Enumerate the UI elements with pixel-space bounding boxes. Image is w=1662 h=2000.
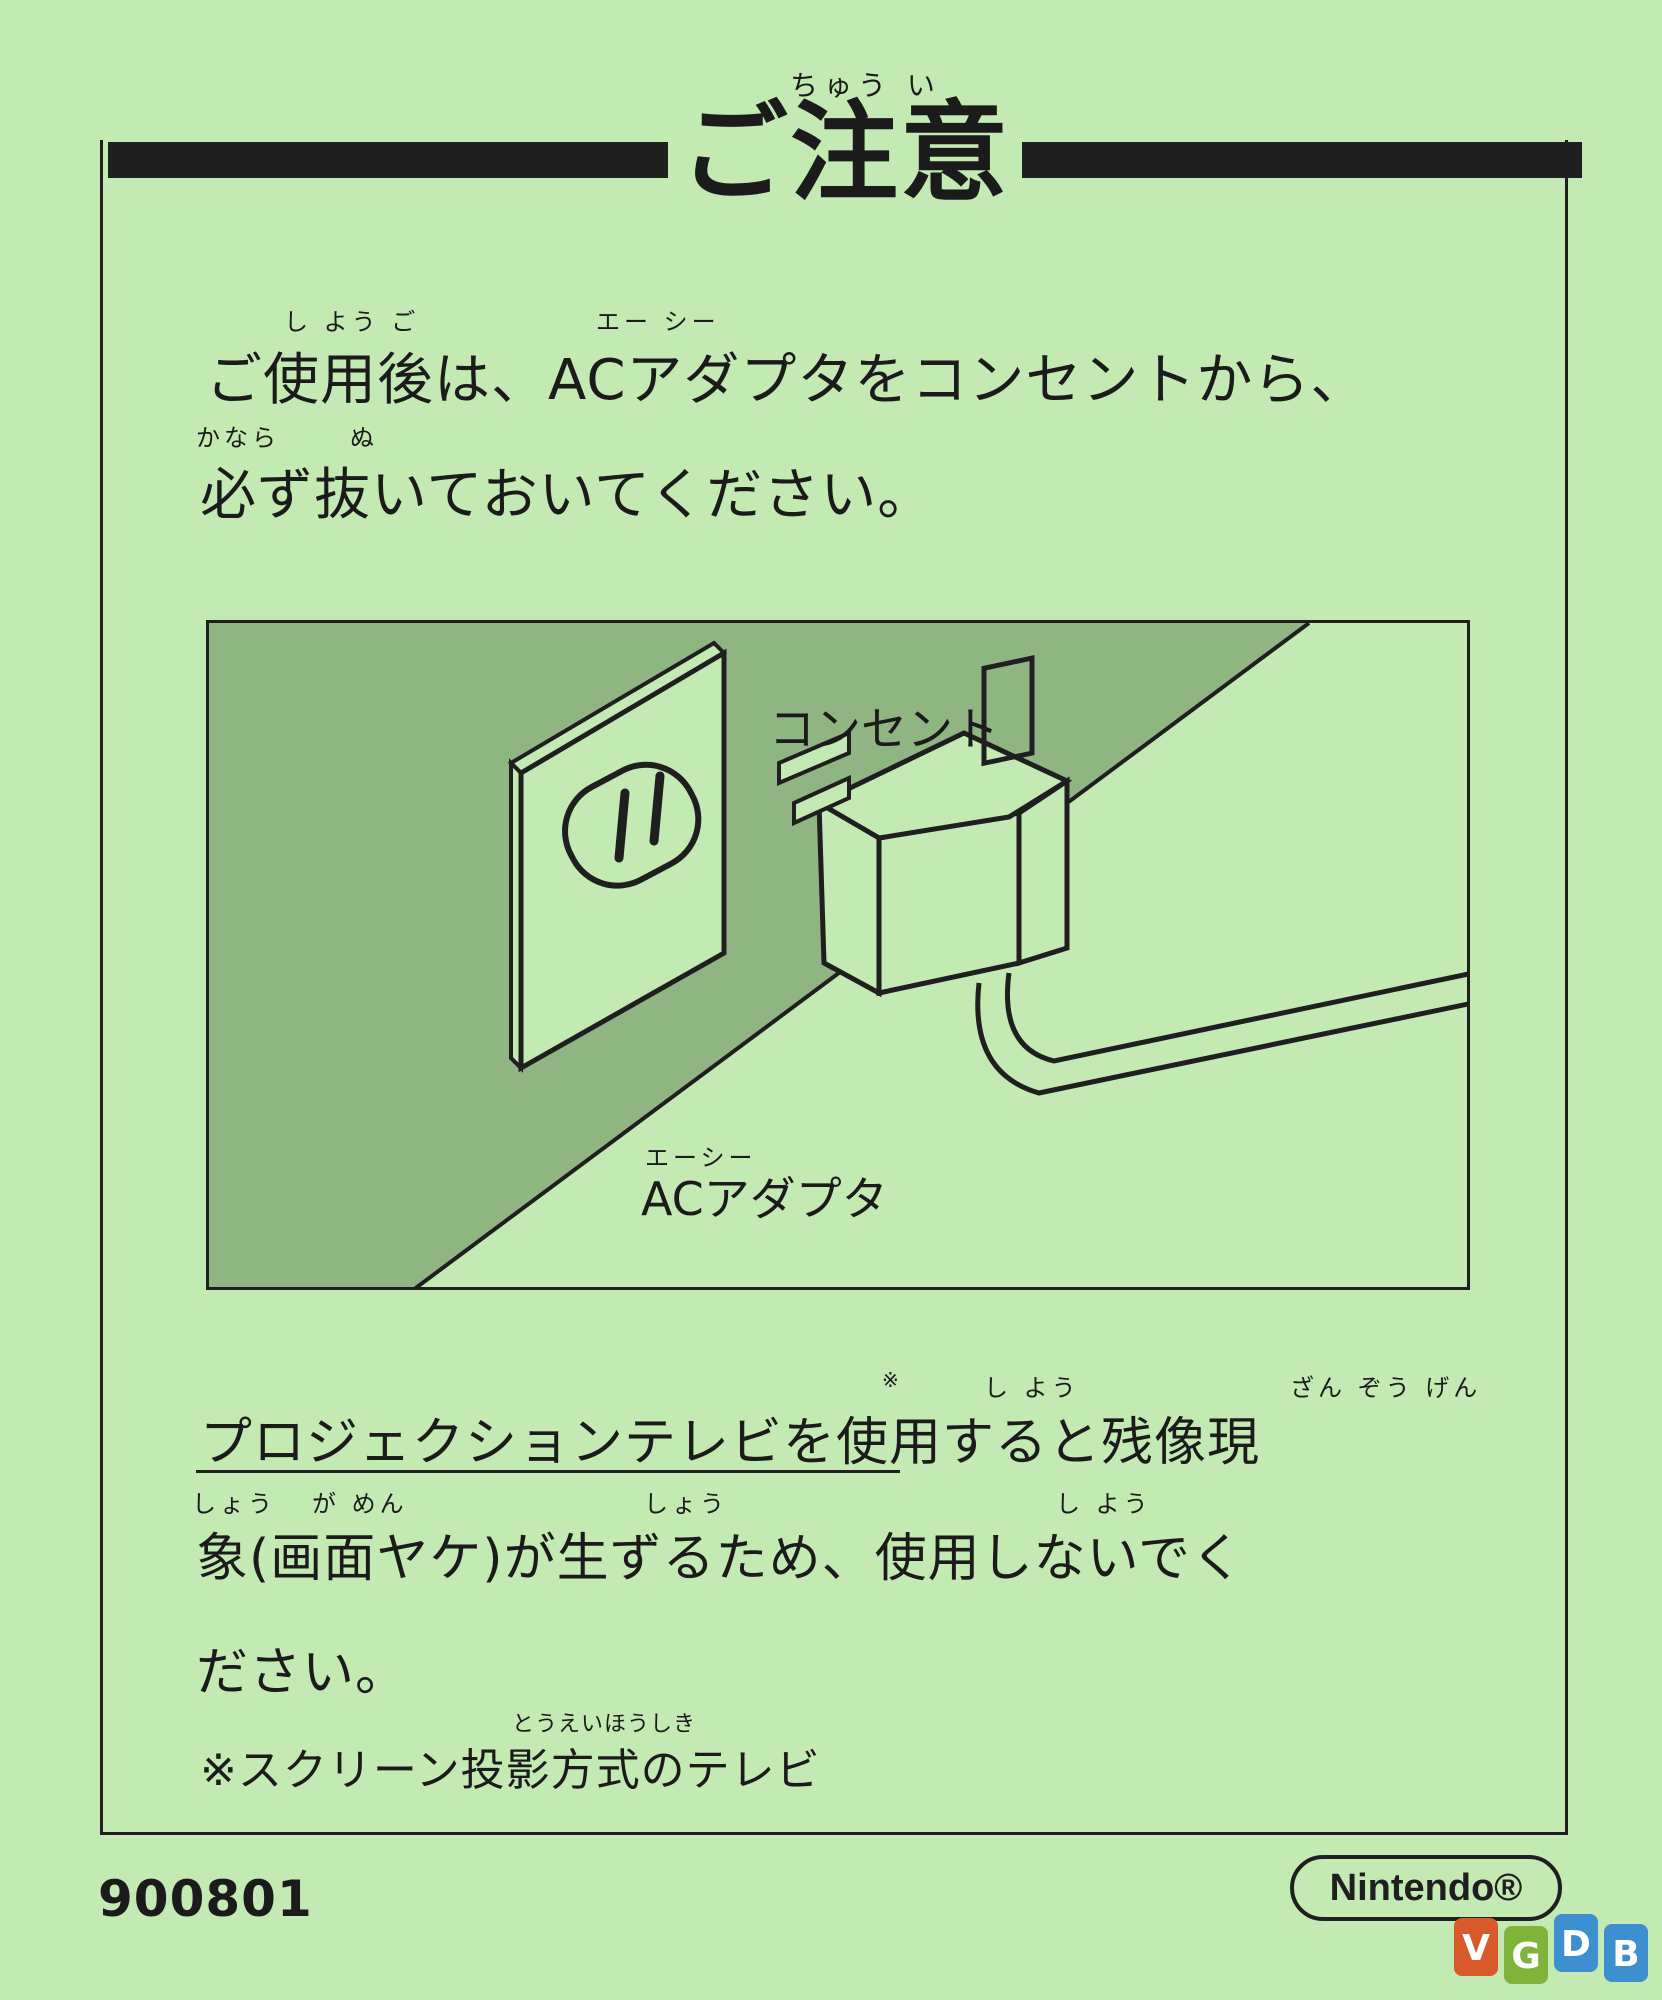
outlet-adapter-drawing xyxy=(209,623,1467,1287)
page-title: ご注意 xyxy=(680,91,1011,216)
ruby-shou: しょう xyxy=(192,1490,276,1518)
watermark-letter-d: D xyxy=(1561,1924,1591,1965)
paragraph2-line2: 象(画面ヤケ)が生ずるため、使用しないでく xyxy=(196,1529,1245,1589)
outlet-illustration: コンセント エーシー ACアダプタ xyxy=(206,620,1470,1290)
watermark-tile-v xyxy=(1454,1918,1498,1976)
watermark-letter-v: V xyxy=(1462,1928,1490,1969)
title-ruby: ちゅう い xyxy=(790,69,941,102)
paragraph2-line3: ださい。 xyxy=(196,1643,409,1703)
ruby-note-mark: ※ xyxy=(882,1368,903,1392)
nintendo-logo: Nintendo® xyxy=(1290,1855,1562,1921)
ruby-shiyou-2: し よう xyxy=(1056,1490,1152,1518)
wall-outlet xyxy=(507,640,728,1073)
adapter-ruby: エーシー xyxy=(645,1144,757,1172)
ruby-shiyou: し よう xyxy=(984,1374,1080,1402)
paragraph2-line1: プロジェクションテレビを使用すると残像現 xyxy=(200,1413,1261,1473)
title-bar-right xyxy=(1022,142,1582,178)
ruby-touei: とうえいほうしき xyxy=(512,1712,697,1737)
ruby-nu: ぬ xyxy=(350,424,378,452)
paragraph1-line1: ご使用後は、ACアダプタをコンセントから、 xyxy=(206,348,1368,413)
projection-tv-underline xyxy=(196,1470,900,1473)
paragraph1-line2: 必ず抜いておいてください。 xyxy=(200,463,935,528)
watermark-tile-d xyxy=(1554,1914,1598,1972)
ruby-shou-2: しょう xyxy=(644,1490,728,1518)
watermark-letter-b: B xyxy=(1612,1934,1639,1975)
adapter-label: ACアダプタ xyxy=(641,1172,888,1226)
ruby-ac: エー シー xyxy=(596,308,720,336)
watermark-tile-b xyxy=(1604,1924,1648,1982)
footnote-screen-projection: ※スクリーン投影方式のテレビ xyxy=(200,1745,821,1796)
document-code: 900801 xyxy=(98,1870,313,1928)
vgdb-watermark: V G D B xyxy=(1454,1914,1648,1984)
ac-adapter xyxy=(777,655,1467,1096)
outlet-label: コンセント xyxy=(769,702,999,756)
watermark-tile-g xyxy=(1504,1926,1548,1984)
ruby-gamen: が めん xyxy=(312,1490,408,1518)
ruby-kanara: かなら xyxy=(196,424,280,452)
title-bar-left xyxy=(108,142,668,178)
ruby-zanzougen: ざん ぞう げん xyxy=(1290,1374,1482,1402)
watermark-letter-g: G xyxy=(1511,1936,1541,1977)
ruby-shiyougo: し よう ご xyxy=(284,308,420,336)
notice-frame xyxy=(100,140,1568,1835)
